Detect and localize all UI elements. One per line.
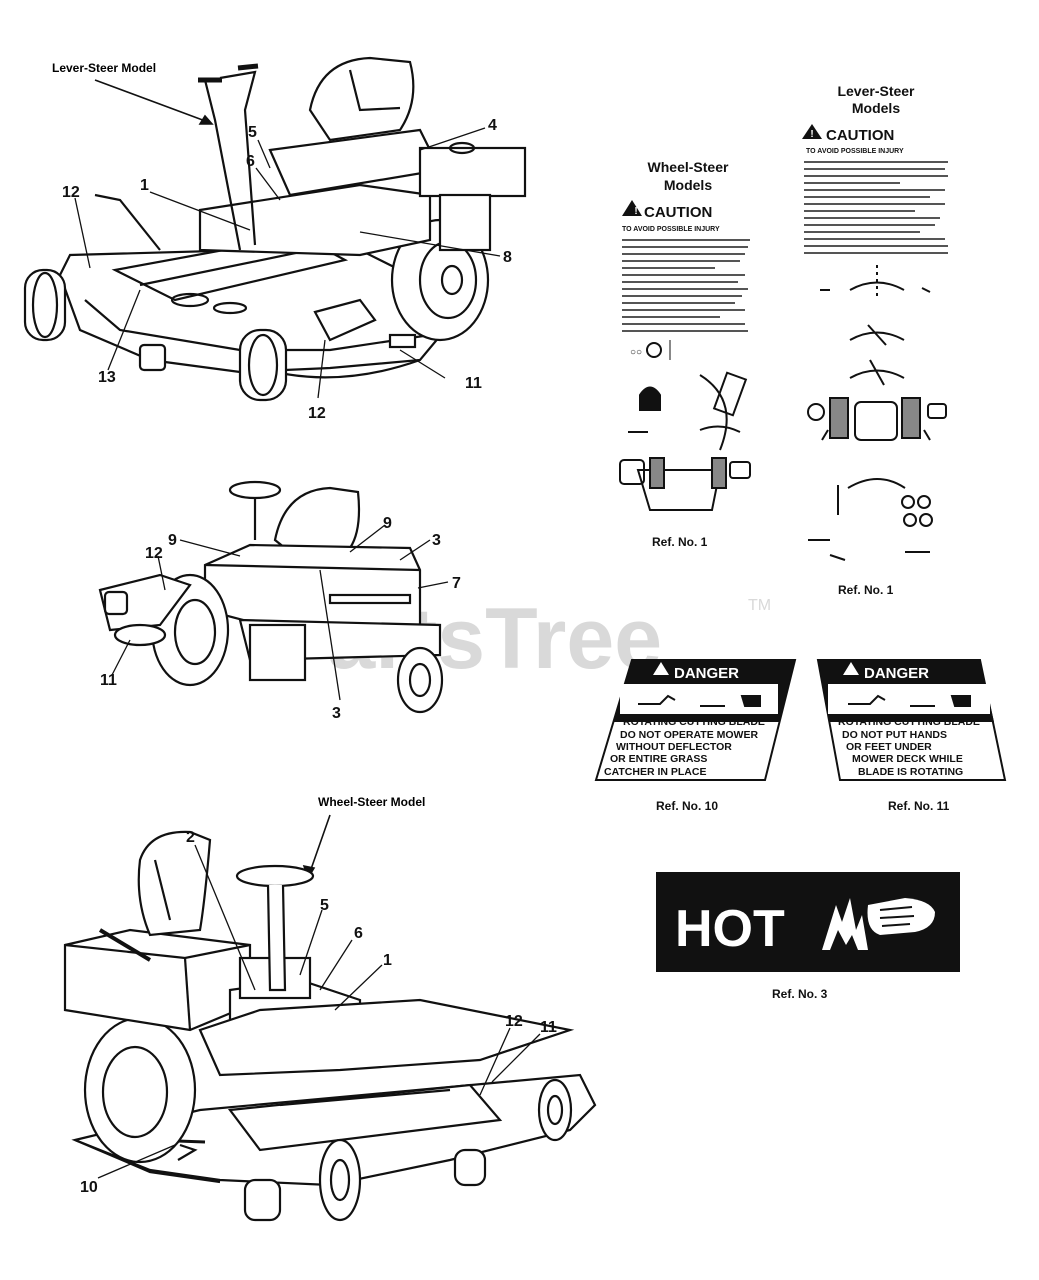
- wheel-steer-model-label: Wheel-Steer Model: [318, 795, 425, 809]
- callout-3b: 3: [332, 705, 341, 722]
- caution-symbols-lever: [807, 265, 947, 561]
- danger-10-line3: WITHOUT DEFLECTOR: [616, 741, 732, 753]
- callout-6: 6: [246, 153, 255, 170]
- wheel-steer-models-heading: Wheel-Steer Models: [648, 159, 729, 193]
- middle-mower-illustration: [98, 480, 444, 714]
- caution-heading-wheel: CAUTION: [644, 204, 712, 221]
- danger-11-line5: BLADE IS ROTATING: [858, 766, 963, 778]
- svg-text:!: !: [810, 129, 813, 140]
- caution-fine-print-lever: [804, 161, 948, 254]
- callout-2: 2: [186, 829, 195, 846]
- danger-11-line4: MOWER DECK WHILE: [852, 753, 963, 765]
- danger-decal-ref-11: DANGER ROTATING CUTTING BLADE DO NOT PUT…: [816, 659, 1007, 813]
- top-callout-leaders: [74, 127, 501, 399]
- wheel-steer-arrow: [302, 814, 331, 880]
- callout-12c: 12: [145, 545, 163, 562]
- wheel-steer-models-line2: Models: [664, 177, 712, 193]
- callout-13: 13: [98, 369, 116, 386]
- callout-5: 5: [248, 124, 257, 141]
- lever-steer-model-label: Lever-Steer Model: [52, 61, 156, 75]
- caution-symbols-wheel: ○○: [619, 340, 751, 511]
- hot-decal-ref: Ref. No. 3: [772, 987, 828, 1001]
- watermark-tm: TM: [748, 597, 771, 614]
- callout-7: 7: [452, 575, 461, 592]
- danger-10-line2: DO NOT OPERATE MOWER: [620, 729, 758, 741]
- callout-4: 4: [488, 117, 497, 134]
- callout-11c: 11: [540, 1019, 557, 1036]
- caution-ref-lever: Ref. No. 1: [838, 583, 894, 597]
- danger-11-ref: Ref. No. 11: [888, 799, 950, 813]
- svg-text:!: !: [634, 206, 637, 217]
- danger-10-line4: OR ENTIRE GRASS: [610, 753, 707, 765]
- svg-text:○○: ○○: [630, 347, 642, 358]
- middle-callout-leaders: [111, 524, 449, 701]
- danger-10-pictogram: [638, 694, 761, 707]
- danger-11-line2: DO NOT PUT HANDS: [842, 729, 947, 741]
- callout-9: 9: [168, 532, 177, 549]
- danger-10-ref: Ref. No. 10: [656, 799, 718, 813]
- caution-decal-lever-steer: ! CAUTION TO AVOID POSSIBLE INJURY: [802, 124, 948, 597]
- hot-decal: HOT Ref. No. 3: [656, 872, 960, 1001]
- caution-heading-lever: CAUTION: [826, 127, 894, 144]
- wheel-steer-mower-illustration: [63, 830, 597, 1222]
- lever-steer-arrow: [94, 79, 214, 125]
- callout-11: 11: [465, 375, 482, 392]
- lever-steer-mower-illustration: [23, 56, 527, 402]
- danger-10-line1: ROTATING CUTTING BLADE: [623, 716, 765, 728]
- caution-subheading-lever: TO AVOID POSSIBLE INJURY: [806, 148, 904, 155]
- danger-11-pictogram: [848, 694, 971, 707]
- danger-11-line1: ROTATING CUTTING BLADE: [838, 716, 980, 728]
- caution-decal-wheel-steer: ! CAUTION TO AVOID POSSIBLE INJURY ○○: [619, 200, 751, 549]
- callout-10: 10: [80, 1179, 98, 1196]
- callout-12b: 12: [308, 405, 326, 422]
- caution-ref-wheel: Ref. No. 1: [652, 535, 708, 549]
- hot-decal-text: HOT: [675, 900, 785, 958]
- callout-1b: 1: [383, 952, 392, 969]
- wheel-steer-models-line1: Wheel-Steer: [648, 159, 729, 175]
- callout-8: 8: [503, 249, 512, 266]
- callout-11b: 11: [100, 672, 117, 689]
- bottom-callout-leaders: [97, 844, 541, 1179]
- callout-3: 3: [432, 532, 441, 549]
- danger-11-line3: OR FEET UNDER: [846, 741, 932, 753]
- callout-12d: 12: [505, 1013, 523, 1030]
- lever-steer-models-heading: Lever-Steer Models: [837, 83, 915, 116]
- danger-10-heading: DANGER: [674, 665, 739, 682]
- caution-fine-print-wheel: [622, 239, 750, 332]
- callout-1: 1: [140, 177, 149, 194]
- danger-11-heading: DANGER: [864, 665, 929, 682]
- danger-10-line5: CATCHER IN PLACE: [604, 766, 706, 778]
- callout-5b: 5: [320, 897, 329, 914]
- lever-steer-models-line2: Models: [852, 100, 900, 116]
- callout-12: 12: [62, 184, 80, 201]
- caution-subheading-wheel: TO AVOID POSSIBLE INJURY: [622, 226, 720, 233]
- flame-hand-icon: [822, 898, 935, 950]
- lever-steer-models-line1: Lever-Steer: [837, 83, 915, 99]
- callout-9b: 9: [383, 515, 392, 532]
- danger-decal-ref-10: DANGER ROTATING CUTTING BLADE DO NOT OPE…: [594, 659, 797, 813]
- callout-6b: 6: [354, 925, 363, 942]
